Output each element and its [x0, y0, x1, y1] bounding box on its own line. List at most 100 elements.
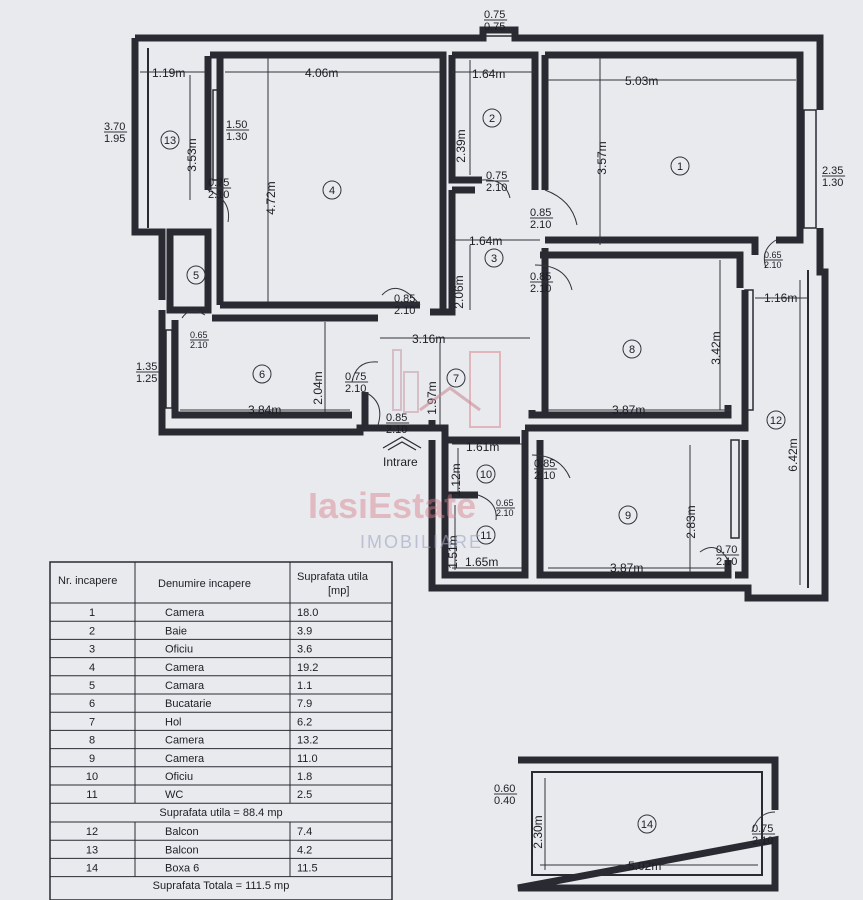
dimension-label: 1.12m	[449, 463, 463, 496]
opening-15: 0.852.10	[534, 458, 558, 482]
room-number: 12	[770, 415, 782, 427]
dimension-label: 2.39m	[454, 129, 468, 162]
cell-name: Hol	[165, 716, 182, 728]
opening-16: 0.652.10	[496, 498, 515, 518]
cell-nr: 10	[86, 771, 98, 783]
opening-top: 0.65	[764, 250, 782, 260]
dimension-label: 3.87m	[612, 403, 645, 417]
dimension-label: 1.16m	[764, 291, 797, 305]
cell-name: Balcon	[165, 844, 199, 856]
room-number: 10	[480, 469, 492, 481]
windows	[165, 27, 817, 539]
opening-bottom: 2.10	[530, 283, 551, 295]
room-circle	[670, 156, 690, 176]
opening-top: 0.85	[530, 271, 551, 283]
cell-name: Bucatarie	[165, 698, 211, 710]
door-swings	[181, 179, 777, 561]
opening-bottom: 2.10	[716, 556, 737, 568]
opening-13: 0.752.10	[345, 371, 369, 395]
cell-area: 7.4	[297, 826, 312, 838]
watermark-brand: IasiEstate	[308, 485, 476, 526]
room-circle	[482, 108, 502, 128]
cell-area: 4.2	[297, 844, 312, 856]
opening-10: 0.852.10	[530, 271, 554, 295]
dimension-label: 2.04m	[311, 371, 325, 404]
opening-bottom: 2.10	[208, 189, 229, 201]
cell-area: 1.1	[297, 680, 312, 692]
cell-name: Oficiu	[165, 644, 193, 656]
cell-name: Boxa 6	[165, 863, 199, 875]
dimension-label: 4.72m	[264, 181, 278, 214]
room-circle	[322, 180, 342, 200]
cell-nr: 3	[89, 644, 95, 656]
col-header-name: Denumire incapere	[158, 578, 251, 590]
cell-area: 3.6	[297, 644, 312, 656]
opening-top: 0.65	[190, 330, 208, 340]
opening-top: 0.85	[534, 458, 555, 470]
room-number: 11	[480, 530, 491, 542]
dimension-label: 1.97m	[425, 381, 439, 414]
opening-bottom: 2.10	[486, 182, 507, 194]
opening-top: 0.85	[394, 293, 415, 305]
cell-name: Camara	[165, 680, 205, 692]
cell-name: WC	[165, 789, 183, 801]
dimension-label: 5.03m	[625, 74, 658, 88]
cell-name: Oficiu	[165, 771, 193, 783]
entrance-label: Intrare	[383, 455, 418, 469]
opening-bottom: 1.25	[136, 373, 157, 385]
opening-9: 0.652.10	[764, 250, 783, 270]
opening-bottom: 2.10	[752, 835, 773, 847]
opening-bottom: 0.40	[494, 795, 515, 807]
subtotal-row: Suprafata utila = 88.4 mp	[159, 807, 282, 819]
cell-area: 2.5	[297, 789, 312, 801]
dimension-label: 2.83m	[684, 505, 698, 538]
room-number: 4	[329, 185, 335, 197]
room-marker-4: 4	[322, 180, 342, 200]
room-circle	[476, 464, 496, 484]
cell-area: 18.0	[297, 607, 318, 619]
opening-top: 1.50	[226, 119, 247, 131]
cell-area: 13.2	[297, 735, 318, 747]
cell-nr: 4	[89, 662, 95, 674]
opening-top: 0.75	[486, 170, 507, 182]
opening-bottom: 0.75	[484, 21, 505, 33]
col-header-area: Suprafata utila	[297, 571, 369, 583]
opening-bottom: 1.30	[226, 131, 247, 143]
opening-bottom: 2.10	[530, 219, 551, 231]
room-marker-2: 2	[482, 108, 502, 128]
cell-area: 1.8	[297, 771, 312, 783]
opening-top: 0.60	[494, 783, 515, 795]
room-marker-7: 7	[446, 368, 466, 388]
opening-5: 0.752.10	[486, 170, 510, 194]
col-header-nr: Nr. incapere	[58, 575, 117, 587]
room-number: 6	[259, 369, 265, 381]
dimension-label: 3.87m	[610, 561, 643, 575]
cell-nr: 7	[89, 716, 95, 728]
cell-nr: 6	[89, 698, 95, 710]
room-number: 8	[629, 344, 635, 356]
room-marker-8: 8	[622, 339, 642, 359]
opening-11: 0.652.10	[190, 330, 209, 350]
area-table: Nr. incapere Denumire incapere Suprafata…	[49, 561, 393, 900]
room-circle	[160, 130, 180, 150]
cell-area: 19.2	[297, 662, 318, 674]
dimension-label: 3.42m	[709, 331, 723, 364]
room-number: 1	[677, 161, 683, 173]
table-row: 3 Oficiu 3.6	[89, 644, 312, 656]
watermark-sub: IMOBILIARE	[360, 532, 483, 552]
room-number: 9	[625, 510, 631, 522]
opening-bottom: 1.30	[822, 177, 843, 189]
storage-room-14	[517, 756, 779, 892]
col-header-unit: [mp]	[328, 585, 349, 597]
dimension-lines	[140, 58, 808, 585]
dimension-label: 1.64m	[469, 234, 502, 248]
cell-area: 7.9	[297, 698, 312, 710]
